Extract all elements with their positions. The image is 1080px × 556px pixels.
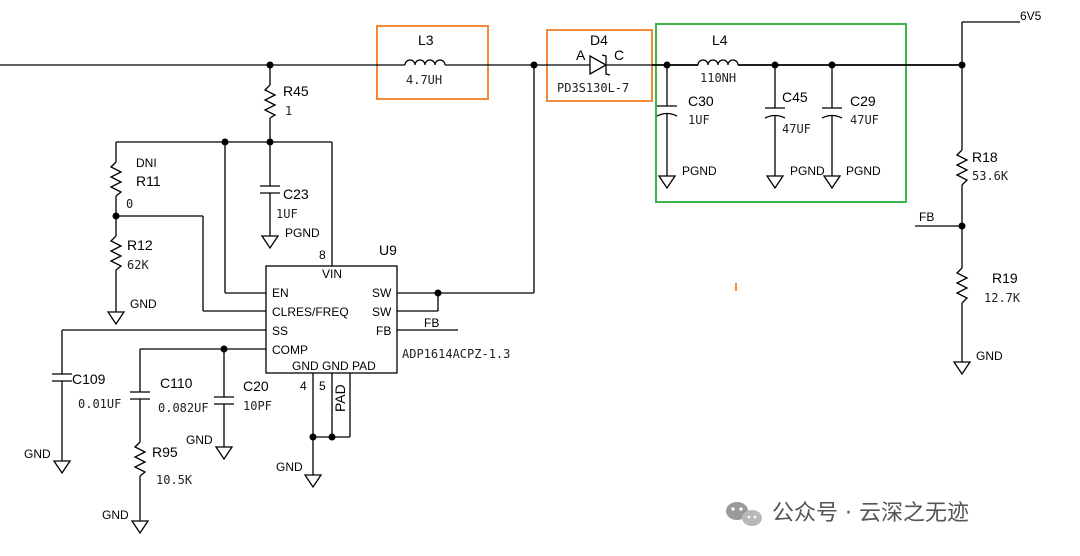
- r12-value: 62K: [127, 258, 149, 272]
- r45-value: 1: [285, 104, 292, 118]
- r18-ref: R18: [972, 149, 998, 165]
- ic-u9: U9 ADP1614ACPZ-1.3 8 VIN EN CLRES/FREQ S…: [265, 242, 510, 412]
- u9-pin-num-gnd2: 5: [319, 379, 326, 393]
- c109-gnd: GND: [24, 447, 51, 461]
- ic-gnd-label: GND: [276, 460, 303, 474]
- c109-value: 0.01UF: [78, 397, 121, 411]
- fb-net-right: FB: [915, 210, 966, 230]
- l3-value: 4.7UH: [406, 73, 442, 87]
- r11-ref: R11: [136, 173, 161, 189]
- d4-pin-c: C: [614, 47, 624, 63]
- capacitor-c23: C23 1UF PGND: [260, 142, 320, 250]
- watermark-text: 公众号 · 云深之无迹: [772, 501, 969, 526]
- watermark: 公众号 · 云深之无迹: [726, 501, 969, 526]
- sw-node: [397, 61, 538, 312]
- r18-value: 53.6K: [972, 169, 1009, 183]
- c110-value: 0.082UF: [158, 401, 209, 415]
- d4-pin-a: A: [576, 47, 586, 63]
- c30-pgnd: PGND: [682, 164, 717, 178]
- capacitor-c30: C30 1UF PGND: [656, 65, 717, 190]
- c23-value: 1UF: [276, 207, 298, 221]
- comp-node: [140, 345, 266, 353]
- clres-node: [112, 212, 266, 312]
- u9-pin-pad-vertical: PAD: [332, 384, 348, 412]
- resistor-r19: R19 12.7K GND: [952, 267, 1021, 376]
- capacitor-c110: C110 0.082UF: [130, 349, 209, 442]
- c45-ref: C45: [782, 89, 808, 105]
- c20-value: 10PF: [243, 399, 272, 413]
- c29-pgnd: PGND: [846, 164, 881, 178]
- u9-pin-sw1: SW: [372, 286, 392, 300]
- diode-d4: D4 A C PD3S130L-7: [548, 32, 652, 95]
- l4-ref: L4: [712, 32, 728, 48]
- u9-pin-clres: CLRES/FREQ: [272, 305, 349, 319]
- l3-ref: L3: [418, 32, 434, 48]
- c20-ref: C20: [243, 378, 269, 394]
- r45-ref: R45: [283, 83, 309, 99]
- c23-ref: C23: [283, 186, 309, 202]
- r95-gnd: GND: [102, 508, 129, 522]
- resistor-r45: R45 1: [263, 61, 309, 142]
- r95-value: 10.5K: [156, 473, 193, 487]
- u9-part: ADP1614ACPZ-1.3: [402, 347, 510, 361]
- c30-ref: C30: [688, 93, 714, 109]
- u9-pin-ss: SS: [272, 324, 288, 338]
- resistor-r12: R12 62K GND: [106, 235, 157, 326]
- fb-right-label: FB: [919, 210, 934, 224]
- r95-ref: R95: [152, 444, 178, 460]
- c29-ref: C29: [850, 93, 876, 109]
- r19-ref: R19: [992, 270, 1018, 286]
- c109-ref: C109: [72, 371, 106, 387]
- u9-ref: U9: [379, 242, 397, 258]
- fb-left-label: FB: [424, 316, 439, 330]
- resistor-r11: DNI R11 0: [109, 142, 161, 236]
- resistor-r18: R18 53.6K: [955, 65, 1009, 268]
- u9-pin-en: EN: [272, 286, 289, 300]
- r19-value: 12.7K: [984, 291, 1021, 305]
- resistor-r95: R95 10.5K GND: [102, 441, 193, 535]
- d4-value: PD3S130L-7: [557, 81, 629, 95]
- ic-ground-pins: GND: [276, 373, 351, 489]
- c45-pgnd: PGND: [790, 164, 825, 178]
- r12-ref: R12: [127, 237, 153, 253]
- r11-value: 0: [126, 197, 133, 211]
- inductor-l3: L3 4.7UH: [378, 32, 488, 87]
- c30-value: 1UF: [688, 113, 710, 127]
- vout-net-label: 6V5: [1020, 9, 1042, 23]
- r12-gnd: GND: [130, 297, 157, 311]
- highlight-box-output-filter: [655, 23, 907, 203]
- fb-net-left: FB: [397, 316, 458, 331]
- u9-pin-fb: FB: [376, 324, 391, 338]
- u9-pin-num-vin: 8: [319, 248, 326, 262]
- capacitor-c45: C45 47UF PGND: [764, 65, 825, 190]
- u9-pin-sw2: SW: [372, 305, 392, 319]
- l4-value: 110NH: [700, 71, 736, 85]
- u9-pin-num-gnd1: 4: [300, 379, 307, 393]
- u9-pin-comp: COMP: [272, 343, 308, 357]
- r19-gnd: GND: [976, 349, 1003, 363]
- output-rail: L4 110NH 6V5: [652, 9, 1042, 85]
- capacitor-c20: C20 10PF GND: [186, 349, 272, 461]
- u9-pin-vin: VIN: [322, 267, 342, 281]
- c29-value: 47UF: [850, 113, 879, 127]
- highlight-box-l3: [376, 25, 489, 100]
- wechat-icon: [726, 502, 762, 526]
- c110-ref: C110: [160, 375, 193, 391]
- c23-pgnd: PGND: [285, 226, 320, 240]
- capacitor-c29: C29 47UF PGND: [821, 65, 881, 190]
- capacitor-c109: C109 0.01UF GND: [24, 329, 266, 475]
- d4-ref: D4: [590, 32, 608, 48]
- vin-node: [116, 138, 333, 294]
- u9-pin-gnd-pad: GND GND PAD: [292, 359, 376, 373]
- c45-value: 47UF: [782, 122, 811, 136]
- c20-gnd: GND: [186, 433, 213, 447]
- r11-note: DNI: [136, 156, 157, 170]
